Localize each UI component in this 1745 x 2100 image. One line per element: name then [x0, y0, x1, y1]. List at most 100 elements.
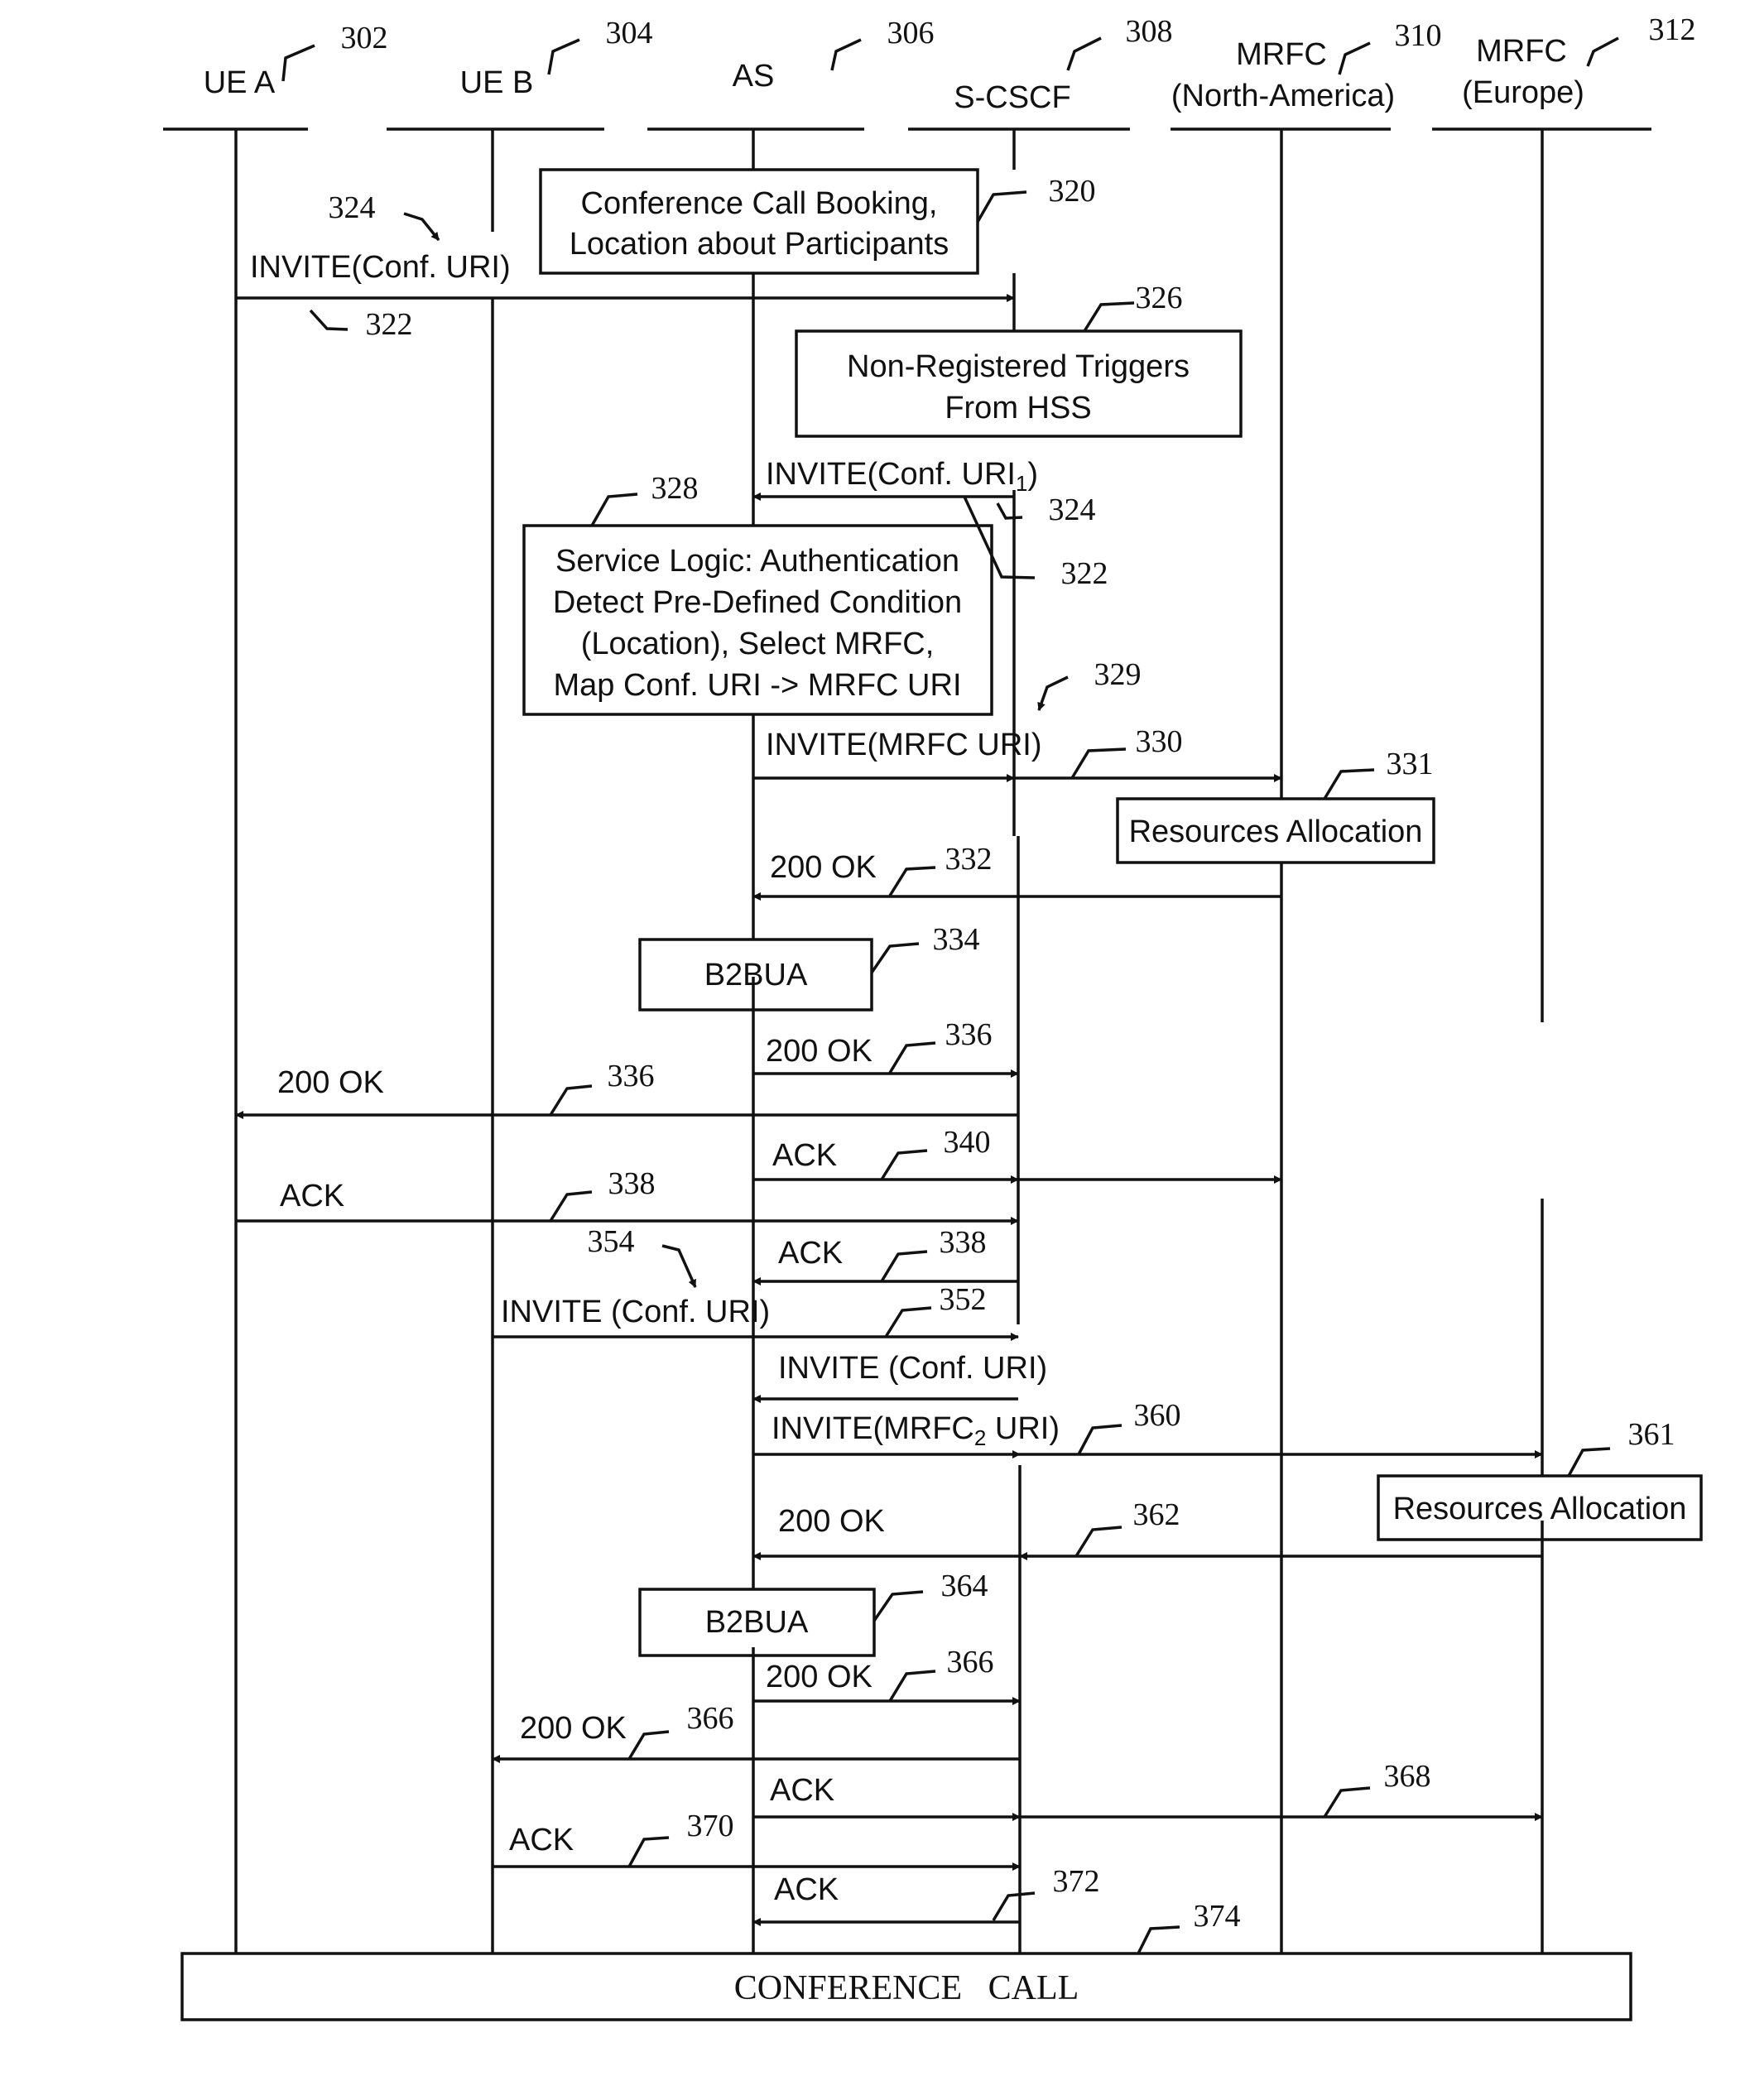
ref-338b-leader	[882, 1252, 927, 1281]
msg-336b-ref: 336	[608, 1059, 655, 1093]
msg-324b-ref2: 322	[1061, 556, 1108, 591]
logic-line-2: Detect Pre-Defined Condition	[553, 585, 962, 620]
msg-366b-label: 200 OK	[520, 1711, 627, 1746]
logic-line-3: (Location), Select MRFC,	[581, 627, 935, 661]
msg-362-ref: 362	[1133, 1497, 1180, 1532]
msg-324b-label-tail: )	[1027, 457, 1038, 492]
as-ref: 306	[887, 16, 935, 50]
ref-310-leader	[1339, 43, 1370, 74]
msg-332-label: 200 OK	[770, 850, 877, 885]
mrfc-eu-label-1: MRFC	[1476, 34, 1567, 69]
ref-364-leader	[874, 1592, 923, 1621]
scscf-ref: 308	[1126, 14, 1173, 49]
res1-ref: 331	[1387, 747, 1434, 781]
msg-340-label: ACK	[772, 1138, 837, 1173]
mrfc-eu-ref: 312	[1649, 12, 1696, 47]
res2-ref: 361	[1628, 1417, 1675, 1452]
ue-b-ref: 304	[606, 16, 653, 50]
ref-370-leader	[629, 1838, 669, 1867]
b2bua1-label: B2BUA	[704, 958, 808, 992]
msg-338b-ref: 338	[940, 1225, 987, 1260]
msg-324b-ref: 324	[1049, 493, 1096, 527]
msg-338a-label: ACK	[280, 1179, 344, 1213]
msg-336a-ref: 336	[945, 1017, 993, 1052]
logic-ref: 328	[651, 471, 699, 506]
ref-362-leader	[1076, 1527, 1122, 1556]
booking-ref: 320	[1049, 174, 1096, 209]
ref-326-leader	[1084, 303, 1134, 331]
ref-306-leader	[832, 40, 861, 70]
msg-336a-label: 200 OK	[766, 1034, 872, 1069]
mrfc-na-label-1: MRFC	[1236, 37, 1327, 72]
msg-366a-ref: 366	[947, 1645, 994, 1680]
ref-336a-leader	[890, 1043, 935, 1073]
ref-352-leader	[886, 1308, 931, 1337]
ref-330-leader	[1072, 749, 1126, 778]
ref-320-leader	[978, 192, 1026, 222]
msg-338a-ref: 338	[608, 1166, 656, 1201]
ref-308-leader	[1068, 38, 1101, 70]
msg-368-ref: 368	[1384, 1759, 1431, 1794]
ref-372-leader	[993, 1893, 1035, 1920]
msg-330-ref: 330	[1136, 724, 1183, 759]
msg-368-label: ACK	[770, 1773, 834, 1808]
msg-360-label-tail: URI)	[986, 1411, 1060, 1446]
ref-361-leader	[1569, 1449, 1610, 1476]
msg-322-ref: 322	[366, 307, 413, 342]
ref-336b-leader	[550, 1086, 592, 1115]
ref-374-leader	[1138, 1927, 1180, 1953]
msg-354-ref: 354	[588, 1224, 635, 1259]
ref-312-leader	[1588, 38, 1618, 66]
ref-322-leader	[310, 310, 348, 329]
mrfc-eu-label-2: (Europe)	[1462, 75, 1584, 110]
scscf-label: S-CSCF	[954, 80, 1070, 115]
msg-332-ref: 332	[945, 842, 993, 877]
box-texts: Conference Call Booking, Location about …	[553, 174, 1687, 1640]
msg-322-ref2: 324	[329, 190, 376, 225]
msg-360-label-sub: 2	[974, 1425, 986, 1450]
msg-372-ref: 372	[1053, 1864, 1100, 1899]
msg-324b-label: INVITE(Conf. URI1)	[766, 457, 1038, 496]
ref-340-leader	[882, 1151, 927, 1180]
msg-370-label: ACK	[509, 1823, 574, 1857]
msg-360-label: INVITE(MRFC2 URI)	[772, 1411, 1060, 1450]
ref-329-leader	[1039, 677, 1068, 710]
triggers-ref: 326	[1136, 281, 1183, 315]
msg-340-ref: 340	[944, 1125, 991, 1160]
msg-352-ref: 352	[940, 1282, 987, 1317]
ref-366a-leader	[890, 1671, 935, 1701]
b2bua1-ref: 334	[933, 922, 980, 957]
msg-372-label: ACK	[774, 1872, 839, 1907]
ue-a-ref: 302	[341, 21, 388, 55]
msg-370-ref: 370	[687, 1809, 734, 1843]
ref-328-leader	[592, 494, 637, 526]
triggers-line-1: Non-Registered Triggers	[847, 349, 1190, 384]
conference-call-ref: 374	[1194, 1899, 1241, 1934]
msg-352b-label: INVITE (Conf. URI)	[778, 1351, 1047, 1386]
booking-line-1: Conference Call Booking,	[581, 186, 938, 221]
booking-line-2: Location about Participants	[570, 227, 949, 262]
triggers-line-2: From HSS	[945, 391, 1091, 425]
msg-336b-label: 200 OK	[277, 1065, 384, 1100]
ref-338a-leader	[550, 1192, 592, 1221]
b2bua2-ref: 364	[941, 1569, 988, 1603]
res2-label: Resources Allocation	[1393, 1492, 1687, 1526]
logic-line-4: Map Conf. URI -> MRFC URI	[553, 668, 961, 703]
msg-360-ref: 360	[1134, 1398, 1181, 1433]
res1-label: Resources Allocation	[1129, 815, 1423, 849]
ref-304-leader	[549, 40, 579, 74]
msg-352-label: INVITE (Conf. URI)	[501, 1295, 770, 1329]
msg-362-label: 200 OK	[778, 1504, 885, 1539]
ref-360-leader	[1079, 1425, 1122, 1454]
msg-366a-label: 200 OK	[766, 1660, 872, 1694]
msg-329-ref: 329	[1094, 657, 1142, 692]
msg-338b-label: ACK	[778, 1236, 843, 1271]
conference-call-label: CONFERENCE CALL	[734, 1969, 1079, 2007]
b2bua2-label: B2BUA	[705, 1605, 809, 1640]
entity-labels: UE A 302 UE B 304 AS 306 S-CSCF 308 MRFC…	[204, 12, 1696, 115]
as-label: AS	[733, 59, 775, 94]
ref-366b-leader	[629, 1732, 669, 1759]
ref-334-leader	[872, 944, 919, 973]
mrfc-na-label-2: (North-America)	[1171, 79, 1395, 113]
